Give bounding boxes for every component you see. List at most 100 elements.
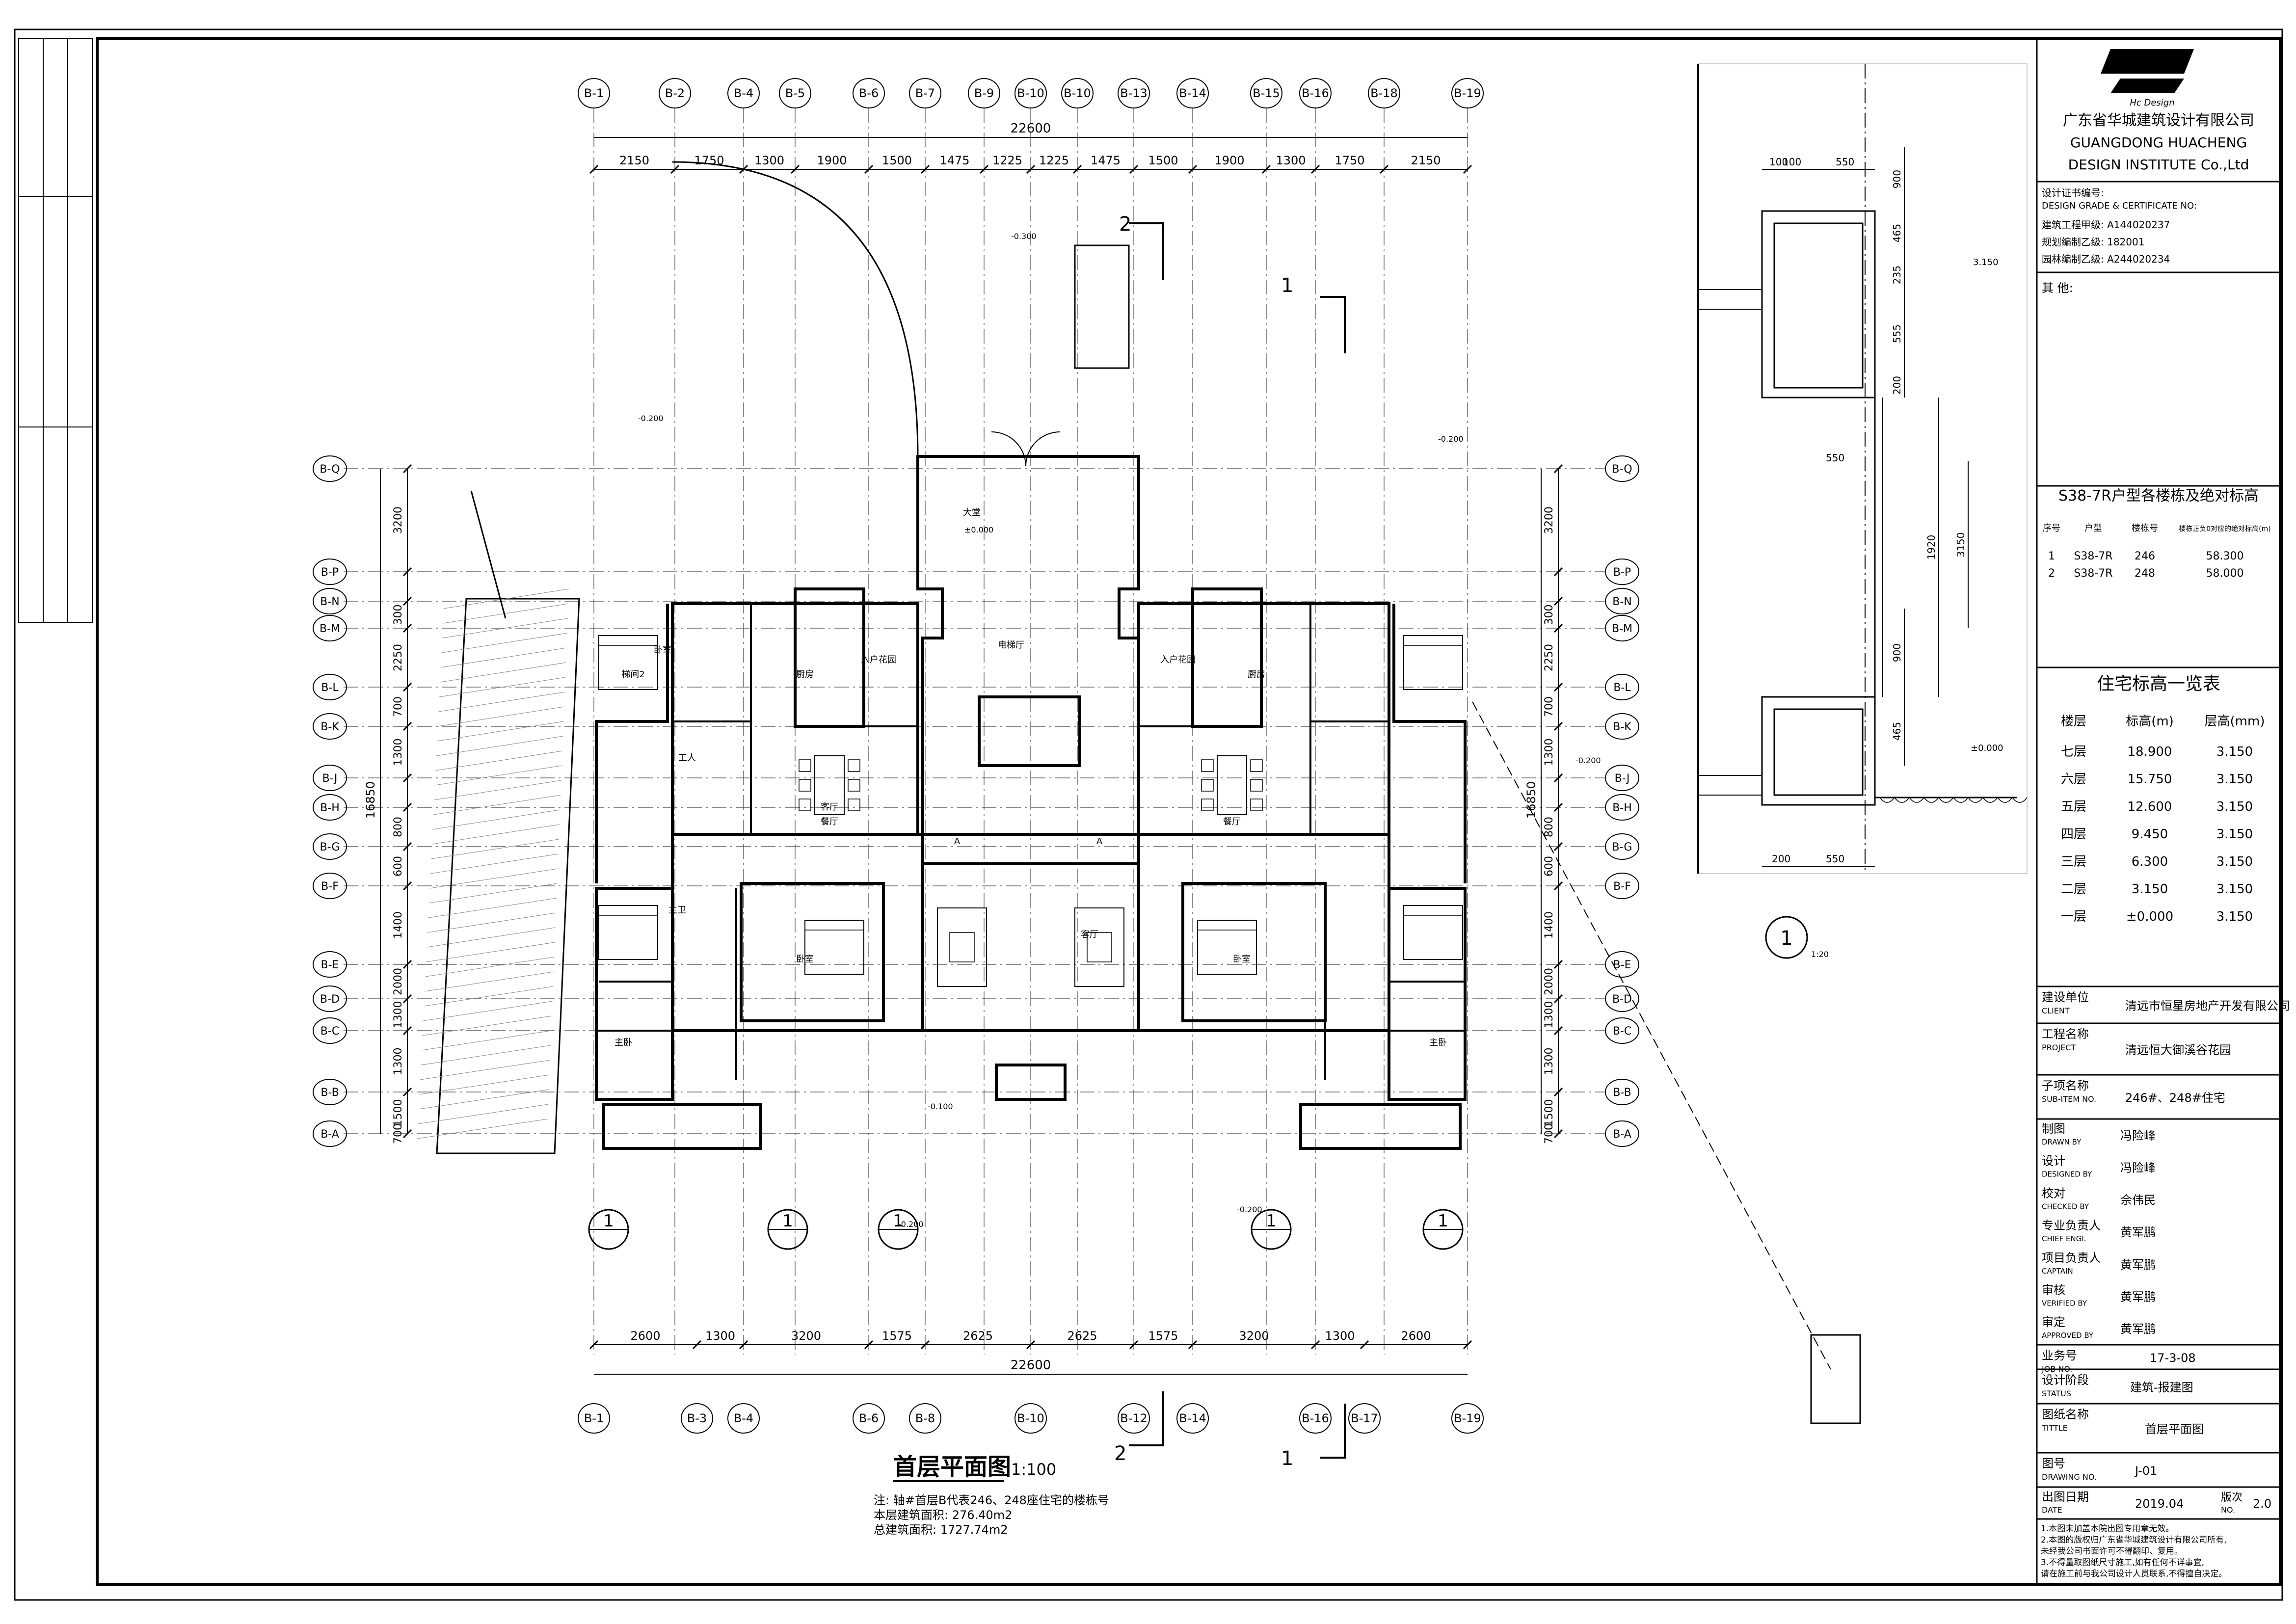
axis-bubble [968,78,1000,108]
bed [804,920,864,975]
axis-bubble [1605,873,1639,899]
axis-label: B-E [1613,959,1631,971]
section-mark-label: 1 [1281,1447,1293,1470]
level-mark: -0.200 [1237,1205,1262,1214]
plan-note: 总建筑面积: 1727.74m2 [874,1523,1008,1537]
dim-text: 1500 [392,1099,404,1127]
axis-bubble [1605,1079,1639,1105]
cert-title-en: DESIGN GRADE & CERTIFICATE NO: [2042,201,2197,211]
dim-text: 1300 [754,154,784,167]
dim-tick [1261,164,1271,174]
hatch-line [433,795,561,815]
axis-label: B-G [1612,841,1632,853]
dim-tick [1553,1026,1563,1036]
wall [740,882,885,1022]
staff-name: 黄军鹏 [2120,1258,2156,1272]
axis-label: B-16 [1302,86,1329,100]
axis-bubble [779,78,811,108]
wall [595,887,674,1101]
tb-value: 2.0 [2253,1497,2271,1511]
axis-label: B-D [1612,993,1632,1006]
elev-table-cell: 一层 [2061,909,2086,924]
signature-icon [2189,1198,2268,1213]
axis-bubble [1605,674,1639,700]
hatch-line [419,1074,550,1095]
hatch-line [435,750,563,771]
hatch-line [424,986,553,1007]
elev-table-cell: 五层 [2061,799,2086,814]
tb-label-en: DRAWING NO. [2042,1472,2097,1482]
floors-table-header: 楼栋正负0对应的绝对标高(m) [2179,525,2270,533]
axis-label: B-B [320,1087,339,1099]
axis-bubble [1605,1017,1639,1044]
elev-table-header: 楼层 [2061,714,2086,729]
axis-label: B-5 [785,86,805,100]
room-label: 卧室 [1233,954,1251,964]
axis-bubble [313,455,347,482]
staff-name: 黄军鹏 [2120,1322,2156,1336]
hatch-line [421,1030,552,1051]
axis-bubble [1299,1403,1332,1434]
section-mark [1129,222,1164,280]
logo-text: Hc Design [2130,98,2174,108]
tb-label: 版次 [2221,1491,2243,1504]
axis-label: B-E [321,959,339,971]
axis-label: B-8 [915,1411,935,1425]
signature-icon [2189,1134,2268,1148]
axis-label: B-J [1615,772,1630,785]
dim-tick [1188,1340,1198,1350]
staff-label: 审核 [2042,1283,2065,1297]
dim-tick [1553,1129,1563,1139]
dim-tick [402,959,412,969]
bed [1403,635,1463,690]
dim-tick [402,464,412,474]
dim-tick [402,881,412,891]
hatch-line [423,1001,553,1021]
dim-tick [1553,567,1563,577]
dim-text: 1300 [1325,1329,1355,1343]
axis-label: B-10 [1064,86,1091,100]
elev-table-cell: 3.150 [2216,854,2253,869]
signature-icon [2189,1295,2268,1310]
ground-hatch [1923,797,1939,803]
axis-bubble [313,873,347,899]
dim-text: 600 [1543,856,1555,877]
detail-callout-number: 1 [782,1211,793,1231]
wall [1191,587,1263,728]
plan-geometry [313,78,1831,1482]
dim-tick [1553,464,1563,474]
dim-text: 1500 [1543,1099,1555,1127]
ground-hatch [1879,797,1895,803]
signature-icon [2189,1166,2268,1181]
axis-label: B-19 [1454,1411,1481,1425]
hatch-line [432,809,561,830]
axis-label: B-16 [1302,1411,1329,1425]
axis-bubble [1605,985,1639,1012]
axis-label: B-Q [1612,463,1632,476]
tb-value: J-01 [2134,1464,2157,1478]
tb-value: 首层平面图 [2145,1422,2204,1436]
cert-line: 园林编制乙级: A244020234 [2042,253,2170,265]
dim-tick [402,623,412,633]
hatch-line [426,942,555,962]
tb-label-en: JOB NO. [2041,1364,2072,1374]
section-detail [1697,63,2028,1424]
ramp [1074,244,1130,369]
staff-label-en: APPROVED BY [2042,1331,2094,1340]
axis-bubble [313,1017,347,1044]
axis-bubble [1118,78,1150,108]
room-label: 卧室 [796,954,814,964]
dining-table [1217,755,1247,815]
axis-label: B-D [320,993,340,1006]
axis-label: B-14 [1179,86,1206,100]
signature-icon [2189,1327,2268,1342]
floor-slab [1698,289,1762,310]
dim-tick [1553,682,1563,692]
tb-value: 2019.04 [2135,1497,2184,1511]
footnote: 2.本图的版权归广东省华城建筑设计有限公司所有, [2041,1535,2227,1545]
wall [1137,833,1390,1032]
dim-text: 2625 [1067,1329,1097,1343]
dim-text: 2250 [392,644,404,671]
chair [848,759,860,772]
dim-text: 1400 [1543,911,1555,939]
